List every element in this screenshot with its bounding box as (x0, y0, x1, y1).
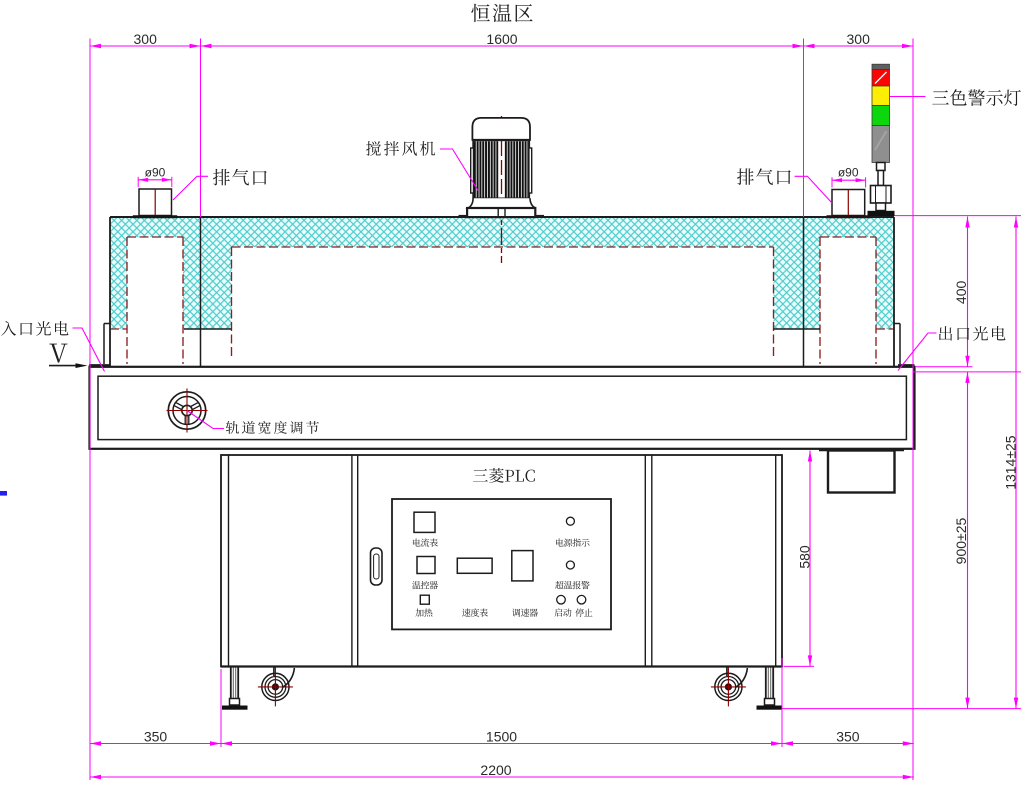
svg-text:ø90: ø90 (145, 166, 166, 180)
svg-text:580: 580 (796, 545, 812, 569)
svg-text:2200: 2200 (480, 762, 511, 778)
svg-text:300: 300 (134, 31, 158, 47)
svg-text:1500: 1500 (486, 729, 517, 745)
svg-text:ø90: ø90 (838, 166, 859, 180)
svg-text:400: 400 (953, 281, 969, 305)
svg-text:900±25: 900±25 (953, 517, 969, 564)
svg-text:350: 350 (836, 729, 860, 745)
svg-text:1314±25: 1314±25 (1002, 435, 1018, 490)
svg-text:350: 350 (144, 729, 168, 745)
svg-text:300: 300 (847, 31, 871, 47)
svg-text:1600: 1600 (486, 31, 517, 47)
